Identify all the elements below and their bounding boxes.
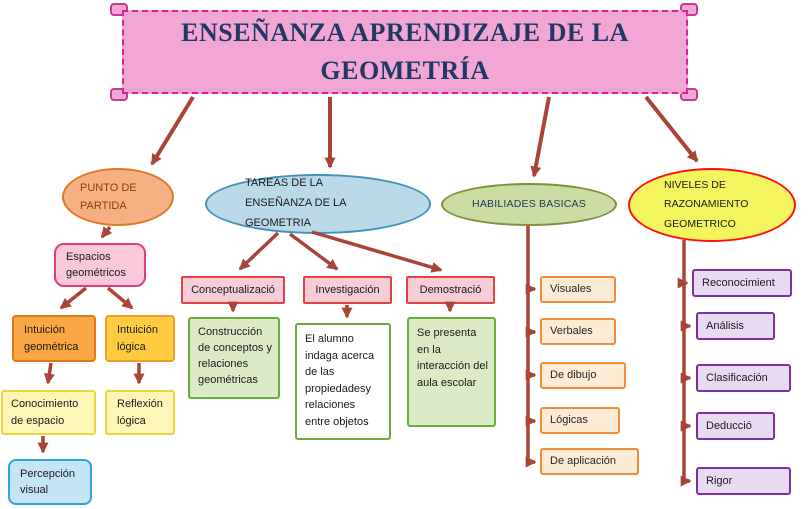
node-visuales: Visuales	[540, 276, 616, 303]
node-tareas-ensenanza: TAREAS DE LA ENSEÑANZA DE LA GEOMETRIA	[205, 174, 431, 234]
title-banner: ENSEÑANZA APRENDIZAJE DE LA GEOMETRÍA	[122, 10, 688, 94]
node-reflexion-logica: Reflexión lógica	[105, 390, 175, 435]
node-alumno-indaga: El alumno indaga acerca de las propiedad…	[295, 323, 391, 440]
node-investigacion: Investigación	[303, 276, 392, 304]
node-intuicion-geometrica: Intuición geométrica	[12, 315, 96, 362]
arrows-habilidades-branch	[525, 226, 537, 468]
node-logicas: Lógicas	[540, 407, 620, 434]
map-title: ENSEÑANZA APRENDIZAJE DE LA GEOMETRÍA	[181, 18, 629, 85]
arrows-tareas-branch	[227, 230, 456, 319]
node-verbales: Verbales	[540, 318, 616, 345]
node-habilidades-basicas: HABILIADES BASICAS	[441, 183, 617, 226]
arrows-niveles-branch	[677, 240, 692, 487]
node-de-aplicacion: De aplicación	[540, 448, 639, 475]
node-de-dibujo: De dibujo	[540, 362, 626, 389]
node-se-presenta: Se presenta en la interacción del aula e…	[407, 317, 496, 427]
node-clasificacion: Clasificación	[696, 364, 791, 392]
node-analisis: Análisis	[696, 312, 775, 340]
node-percepcion-visual: Percepción visual	[8, 459, 92, 505]
node-deduccion: Deducció	[696, 412, 775, 440]
node-espacios-geometricos: Espacios geométricos	[54, 243, 146, 287]
node-intuicion-logica: Intuición lógica	[105, 315, 175, 362]
node-construccion-conceptos: Construcción de conceptos y relaciones g…	[188, 317, 280, 399]
node-demostracion: Demostració	[406, 276, 495, 304]
node-punto-de-partida: PUNTO DE PARTIDA	[62, 168, 174, 226]
node-rigor: Rigor	[696, 467, 791, 495]
arrows-banner	[150, 95, 699, 178]
node-reconocimiento: Reconocimient	[692, 269, 792, 297]
node-conceptualizacion: Conceptualizació	[181, 276, 285, 304]
node-conocimiento-espacio: Conocimiento de espacio	[1, 390, 96, 435]
node-niveles-razonamiento: NIVELES DE RAZONAMIENTO GEOMETRICO	[628, 168, 796, 242]
